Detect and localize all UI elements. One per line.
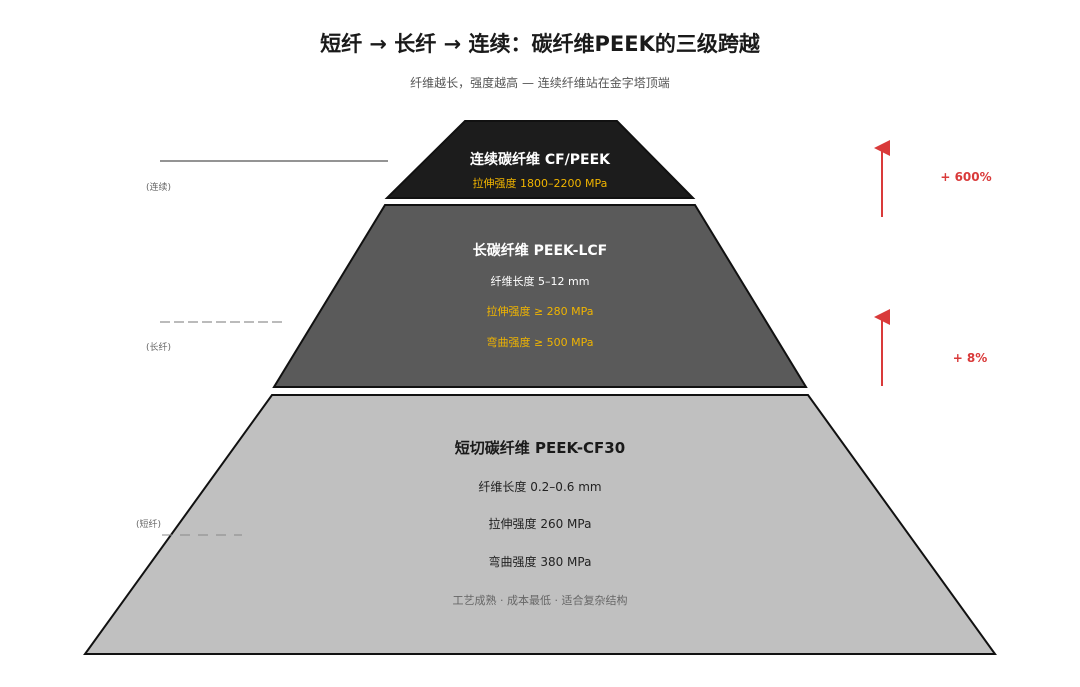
tier-top-shape — [384, 120, 696, 199]
tier-bottom-length: 纤维长度 0.2–0.6 mm — [478, 479, 601, 494]
gain-label-upper: + 600% — [940, 170, 991, 184]
tier-bottom-tensile: 拉伸强度 260 MPa — [489, 516, 592, 531]
tier-top-tensile: 拉伸强度 1800–2200 MPa — [473, 176, 608, 190]
diagram-subtitle: 纤维越长，强度越高 — 连续纤维站在金字塔顶端 — [410, 76, 670, 90]
side-label-bottom: (短纤) — [136, 518, 161, 530]
tier-middle-name: 长碳纤维 PEEK-LCF — [473, 242, 607, 259]
tier-bottom-shape — [83, 394, 997, 655]
tier-middle-length: 纤维长度 5–12 mm — [491, 274, 590, 288]
side-label-top: (连续) — [146, 181, 171, 193]
tier-bottom-note: 工艺成熟 · 成本最低 · 适合复杂结构 — [453, 593, 628, 607]
tier-bottom-flexural: 弯曲强度 380 MPa — [489, 554, 592, 569]
tier-middle-flexural: 弯曲强度 ≥ 500 MPa — [486, 335, 593, 349]
tier-middle-tensile: 拉伸强度 ≥ 280 MPa — [486, 304, 593, 318]
side-label-middle: (长纤) — [146, 341, 171, 353]
diagram-title: 短纤 → 长纤 → 连续：碳纤维PEEK的三级跨越 — [320, 32, 760, 56]
gain-label-lower: + 8% — [953, 351, 988, 365]
tier-bottom-name: 短切碳纤维 PEEK-CF30 — [455, 439, 625, 457]
tier-middle-shape — [272, 204, 808, 388]
tier-top-name: 连续碳纤维 CF/PEEK — [470, 151, 611, 168]
